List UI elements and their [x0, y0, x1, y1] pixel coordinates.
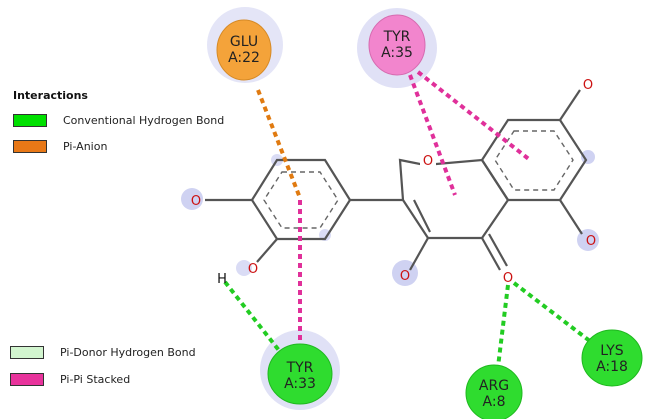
aromatic-rings [263, 130, 574, 229]
ring-c [398, 158, 510, 240]
residue-tyr33[interactable]: TYR A:33 [267, 343, 333, 405]
residue-lys18[interactable]: LYS A:18 [581, 329, 643, 387]
bond-hydroxyl [256, 238, 278, 263]
legend-item-pi-pi-stacked: Pi-Pi Stacked [10, 371, 130, 387]
atom-o-top: O [583, 78, 593, 93]
residue-glu22-name: GLU [230, 34, 258, 50]
interaction-pi-pi-tyr35-b [416, 70, 532, 162]
residue-arg8-name: ARG [479, 378, 509, 394]
residue-arg8[interactable]: ARG A:8 [465, 364, 523, 419]
residue-tyr33-id: A:33 [284, 376, 316, 392]
interaction-hbond-lys18 [512, 281, 597, 347]
atom-o-c3: O [400, 269, 410, 284]
aromatic-b [263, 171, 339, 229]
legend-swatch-pi-anion [13, 139, 47, 153]
bond-carbonyl-b [488, 233, 508, 267]
legend-label-pi-pi-stacked: Pi-Pi Stacked [60, 372, 131, 386]
atom-labels: O O O O H O O O [191, 78, 596, 287]
bond-carbonyl-a [481, 237, 501, 271]
bond-o-c3 [409, 237, 429, 271]
atom-o-hydroxyl: O [248, 262, 258, 277]
legend-swatch-conventional-hbond [13, 113, 47, 127]
legend-label-pi-donor-hbond: Pi-Donor Hydrogen Bond [60, 345, 196, 359]
bond-o-top [559, 89, 581, 121]
bonds [205, 89, 588, 271]
interactions [223, 70, 597, 376]
residues: GLU A:22 TYR A:35 TYR A:33 ARG A:8 LYS [216, 14, 643, 419]
residue-arg8-id: A:8 [483, 394, 506, 410]
residue-lys18-name: LYS [600, 343, 623, 359]
bond-o-right [559, 199, 583, 235]
legend-item-pi-donor-hbond: Pi-Donor Hydrogen Bond [10, 344, 196, 360]
interaction-pi-anion-glu22 [256, 89, 302, 199]
interaction-hbond-tyr33 [223, 280, 287, 360]
residue-glu22-id: A:22 [228, 50, 260, 66]
ring-a [480, 118, 588, 202]
atom-o-left: O [191, 194, 201, 209]
atom-o-right: O [586, 234, 596, 249]
legend-swatch-pi-pi-stacked [10, 372, 44, 386]
residue-lys18-id: A:18 [596, 359, 628, 375]
atom-h-hydroxyl: H [217, 272, 227, 287]
residue-tyr33-name: TYR [286, 360, 314, 376]
legend-item-pi-anion: Pi-Anion [13, 138, 107, 154]
halo-o-right [577, 229, 599, 251]
legend-item-conventional-hbond: Conventional Hydrogen Bond [13, 112, 224, 128]
legend-title: Interactions [13, 89, 88, 102]
interaction-hbond-arg8 [495, 284, 510, 376]
bg-o-ring [420, 152, 436, 168]
residue-tyr35-name: TYR [383, 29, 411, 45]
residue-tyr35[interactable]: TYR A:35 [368, 14, 426, 76]
legend-label-conventional-hbond: Conventional Hydrogen Bond [63, 113, 225, 127]
interaction-pi-pi-tyr35-a [408, 74, 457, 196]
atom-o-carbonyl: O [503, 271, 513, 286]
atom-o-ring: O [423, 154, 433, 169]
residue-tyr35-id: A:35 [381, 45, 413, 61]
residue-glu22[interactable]: GLU A:22 [216, 19, 272, 81]
halo-o-left [181, 188, 203, 210]
atom-halos [181, 150, 599, 286]
halo-hydroxyl [236, 260, 252, 276]
legend-label-pi-anion: Pi-Anion [63, 139, 108, 153]
legend-swatch-pi-donor-hbond [10, 345, 44, 359]
aromatic-a [494, 130, 574, 191]
bond-c2c3-double [413, 199, 431, 233]
